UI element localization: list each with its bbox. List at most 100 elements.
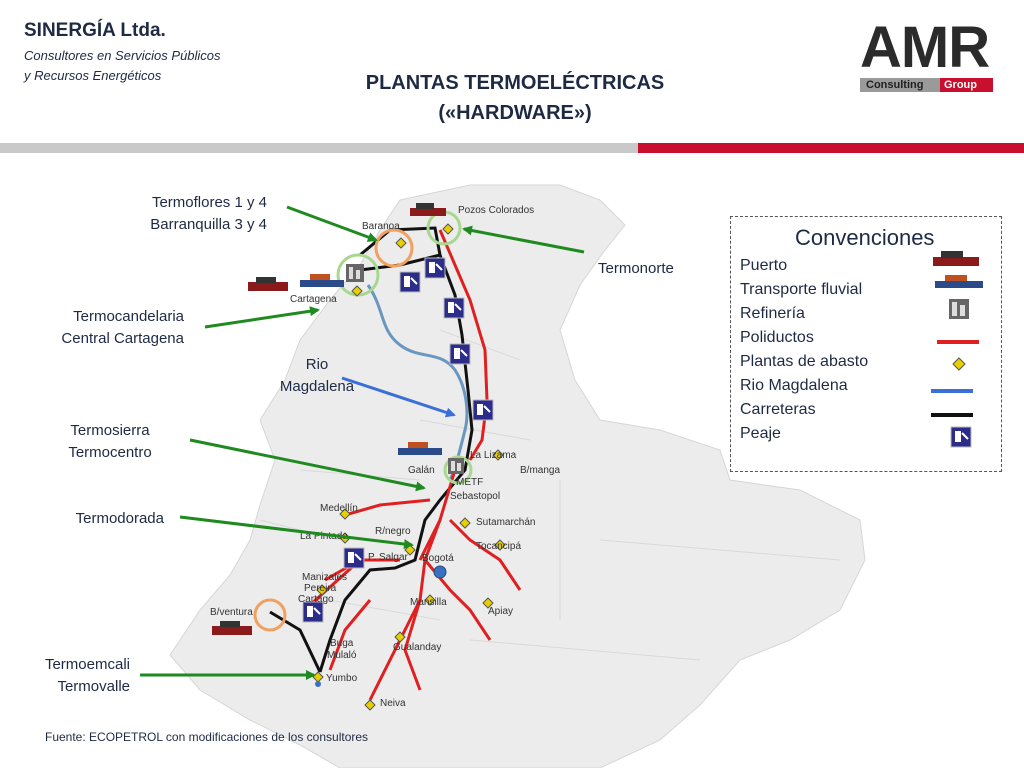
place-label: METF [456,477,483,488]
place-label: Apiay [488,606,513,617]
refinery-icon [346,264,364,282]
rio-magdalena-line [366,284,469,481]
callout-line: Termoflores 1 y 4 [151,194,267,211]
refinery-icon [949,299,969,319]
place-label: La Lizama [470,450,517,461]
page-title-sub: («HARDWARE») [438,102,592,124]
plant-circle-barranquilla [374,228,414,268]
arrow-termocandelaria [204,306,320,329]
legend-item-carreteras: Carreteras [740,401,816,418]
pipeline-bogota [403,518,522,691]
place-label: Bogotá [422,553,454,564]
callout-line: Termonorte [598,260,674,277]
place-label: Buga [330,638,354,649]
callout-line: Magdalena [279,378,355,395]
source-footer: Fuente: ECOPETROL con modificaciones de … [45,730,369,744]
place-label: Sutamarchán [476,517,535,528]
abasto-diamond-icon [494,539,506,551]
legend-item-poliductos: Poliductos [740,329,814,346]
legend-symbols [931,251,983,448]
legend-item-refineria: Refinería [740,305,805,322]
place-label: Cartago [298,594,334,605]
arrow-termonorte [462,225,585,254]
place-label: P. Salgar [368,552,409,563]
toll-icon [399,271,421,293]
logo-consulting: Consulting [860,78,940,92]
bogota-dot [433,565,447,579]
legend-item-peaje: Peaje [740,425,781,442]
abasto-diamond-icon [394,631,406,643]
yellow-diamond-icon [952,357,966,371]
pipeline-coast [438,229,489,461]
callout-termoflores: Termoflores 1 y 4 Barranquilla 3 y 4 [105,192,267,236]
barge-icon [398,442,442,455]
callout-line: Central Cartagena [61,330,184,347]
callout-termonorte: Termonorte [598,258,698,280]
arrow-termodorada [179,515,414,550]
place-label: Mansilla [410,597,447,608]
pipeline-center [368,469,457,701]
road-buenaventura [269,610,322,673]
ship-icon [933,251,979,266]
abasto-diamond-icon [492,449,504,461]
abasto-diamond-icon [316,584,328,596]
toll-icon [472,399,494,421]
plant-circle-buenaventura [253,598,287,632]
header-band-red [638,143,1024,153]
barge-icon [935,275,983,288]
country-outline [169,184,866,768]
abasto-diamond-icon [395,237,407,249]
callout-line: Termodorada [75,510,164,527]
place-label: Baranoa [362,221,400,232]
company-subtitle-line1: Consultores en Servicios Públicos [24,48,221,63]
callout-line: Termocandelaria [73,308,184,325]
place-label: La Pintada [300,531,348,542]
callout-line: Rio [305,356,329,373]
abasto-diamond-icon [351,285,363,297]
legend-box: Convenciones Puerto Transporte fluvial R… [730,216,1002,472]
ship-icon [212,621,252,635]
callout-line: Termovalle [57,678,130,695]
callout-line: Barranquilla 3 y 4 [150,216,267,233]
legend-item-puerto: Puerto [740,257,788,274]
place-label: Cartagena [290,294,337,305]
company-name: SINERGÍA Ltda. [24,20,166,41]
arrow-termosierra [189,438,426,492]
toll-icon [424,257,446,279]
place-label: Neiva [380,698,406,709]
abasto-diamond-icon [482,597,494,609]
place-label: R/negro [375,526,411,537]
toll-icon [302,601,324,623]
company-subtitle-line2: y Recursos Energéticos [24,68,162,83]
yumbo-dot [315,681,321,687]
amr-logo: AMR Consulting Group [860,15,1010,96]
place-label: Gualanday [393,642,441,653]
place-label: Yumbo [326,673,358,684]
legend-item-abasto: Plantas de abasto [740,353,869,370]
toll-icon [443,297,465,319]
refinery-icon [448,458,464,474]
logo-brand: AMR [860,15,990,80]
callout-termosierra: Termosierra Termocentro [40,420,180,464]
place-label: B/ventura [210,607,253,618]
toll-icon [343,547,365,569]
plant-circle-barranca [443,455,473,485]
callout-termocandelaria: Termocandelaria Central Cartagena [20,306,184,350]
place-label: Sebastopol [450,491,500,502]
place-label: Medellín [320,503,358,514]
abasto-diamond-icon [424,594,436,606]
legend-item-transporte: Transporte fluvial [740,281,863,298]
place-label: Galán [408,465,435,476]
arrow-rio-magdalena [341,376,456,418]
page-title: PLANTAS TERMOELÉCTRICAS [365,72,665,94]
abasto-diamond-icon [459,517,471,529]
legend-title: Convenciones [795,225,935,250]
abasto-diamond-icon [442,223,454,235]
legend-item-rio: Rio Magdalena [740,377,848,394]
callout-line: Termocentro [68,444,152,461]
callout-rio-magdalena: Rio Magdalena [262,354,372,398]
toll-icon [950,426,972,448]
place-label: Pozos Colorados [458,205,534,216]
toll-icon [449,343,471,365]
